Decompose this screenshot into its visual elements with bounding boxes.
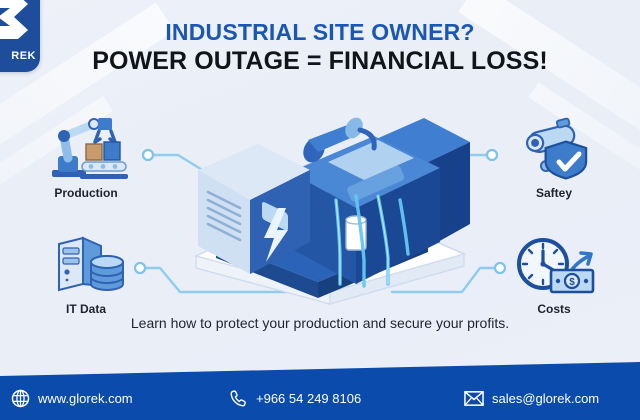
feature-label: IT Data [65,302,106,316]
globe-icon [10,388,30,408]
security-camera-shield-icon [494,110,614,182]
connector-node-safety [485,148,499,162]
feature-safety[interactable]: Saftey [494,110,614,200]
feature-label: Costs [537,302,571,316]
lightning-bolt-icon [264,208,288,262]
footer-website[interactable]: www.glorek.com [10,388,133,408]
robotic-arm-conveyor-icon [26,110,146,182]
headline-line-2: POWER OUTAGE = FINANCIAL LOSS! [92,46,548,75]
connector-node-itdata [133,261,147,275]
tagline: Learn how to protect your production and… [130,315,510,331]
phone-icon [228,388,248,408]
company-logo[interactable]: REK [0,0,40,72]
headline-line-1: INDUSTRIAL SITE OWNER? [165,19,475,45]
footer-phone[interactable]: +966 54 249 8106 [228,388,361,408]
feature-itdata[interactable]: IT Data [26,226,146,316]
footer-phone-text: +966 54 249 8106 [256,390,362,406]
glorek-g-mark-icon [0,0,32,47]
feature-production[interactable]: Production [26,110,146,200]
feature-label: Saftey [535,186,573,200]
feature-costs[interactable]: $ Costs [494,226,614,316]
footer-website-text: www.glorek.com [38,390,133,406]
svg-text:$: $ [569,277,575,288]
footer-email[interactable]: sales@glorek.com [464,388,599,408]
headline: INDUSTRIAL SITE OWNER? POWER OUTAGE = FI… [0,20,640,75]
server-database-icon [26,226,146,298]
envelope-icon [464,388,484,408]
logo-wordmark: REK [11,50,36,62]
industrial-diesel-generator-icon [178,96,478,306]
connector-node-production [141,148,155,162]
feature-label: Production [54,186,118,200]
connector-node-costs [493,261,507,275]
footer-email-text: sales@glorek.com [492,390,600,406]
clock-money-rising-arrow-icon: $ [494,226,614,298]
